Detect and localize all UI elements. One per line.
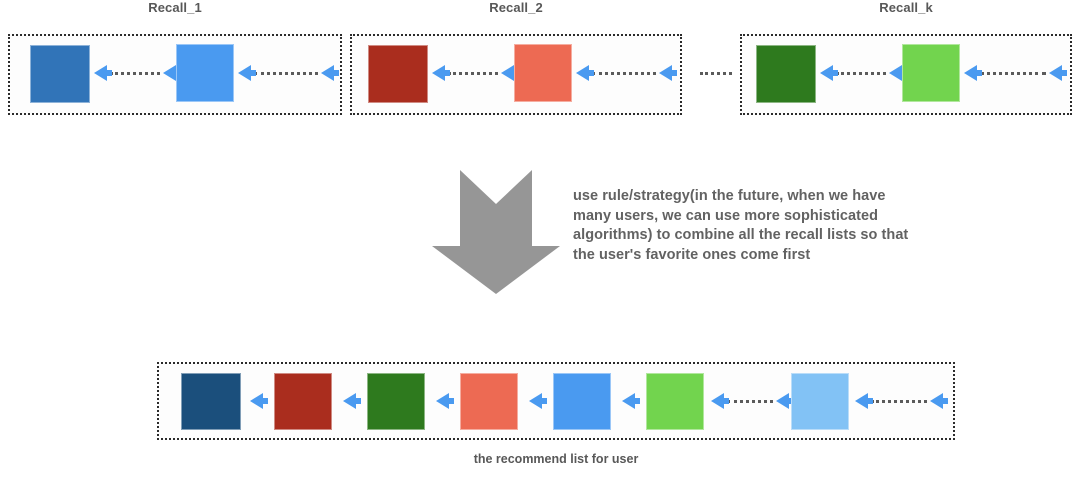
arrow-left-icon <box>820 65 838 81</box>
recall-group-2: Recall_2 <box>350 0 682 116</box>
recommend-list-group <box>157 362 955 440</box>
square-sheen <box>368 45 428 103</box>
arrow-left-icon <box>501 65 519 81</box>
recall-1-item-2[interactable] <box>176 44 234 102</box>
recall-groups-ellipsis <box>700 72 732 75</box>
recall-group-1: Recall_1 <box>8 0 342 116</box>
arrow-left-icon <box>1049 65 1067 81</box>
arrow-left-icon <box>94 65 112 81</box>
recall-1-connector-2 <box>238 64 339 82</box>
square-sheen <box>181 373 241 430</box>
recall-k-connector-2 <box>964 64 1067 82</box>
arrow-left-icon <box>432 65 450 81</box>
arrow-left-icon <box>776 393 794 409</box>
recall-group-k: Recall_k <box>740 0 1072 116</box>
recommend-connector-6 <box>711 392 794 410</box>
square-sheen <box>460 373 518 430</box>
square-sheen <box>756 45 816 103</box>
recommend-connector-3 <box>436 392 454 410</box>
dotted-line <box>448 71 498 75</box>
recommend-item-4[interactable] <box>460 373 518 430</box>
square-sheen <box>514 44 572 102</box>
square-sheen <box>553 373 611 430</box>
square-sheen <box>274 373 332 430</box>
arrow-left-icon <box>238 65 256 81</box>
recommend-connector-5 <box>622 392 640 410</box>
arrow-left-icon <box>855 393 873 409</box>
arrow-left-icon <box>343 393 361 409</box>
recall-k-item-1[interactable] <box>756 45 816 103</box>
recommend-connector-1 <box>250 392 268 410</box>
recommend-item-1[interactable] <box>181 373 241 430</box>
dotted-line <box>592 71 656 75</box>
square-sheen <box>791 373 849 430</box>
recommend-connector-7 <box>855 392 948 410</box>
recall-2-connector-1 <box>432 64 519 82</box>
arrow-left-icon <box>436 393 454 409</box>
recommend-connector-4 <box>529 392 547 410</box>
arrow-left-icon <box>930 393 948 409</box>
square-sheen <box>902 44 960 102</box>
recommend-item-7[interactable] <box>791 373 849 430</box>
combine-down-arrow <box>430 168 562 296</box>
combine-description: use rule/strategy(in the future, when we… <box>573 188 909 263</box>
dotted-line <box>836 71 886 75</box>
recommend-item-5[interactable] <box>553 373 611 430</box>
big-down-arrow-icon <box>432 170 560 294</box>
arrow-left-icon <box>964 65 982 81</box>
recommend-list-caption: the recommend list for user <box>473 452 639 466</box>
recall-k-connector-1 <box>820 64 907 82</box>
square-sheen <box>30 45 90 103</box>
arrow-left-icon <box>163 65 181 81</box>
recall-k-item-2[interactable] <box>902 44 960 102</box>
arrow-left-icon <box>711 393 729 409</box>
recall-2-connector-2 <box>576 64 677 82</box>
recall-2-item-1[interactable] <box>368 45 428 103</box>
recommend-item-6[interactable] <box>646 373 704 430</box>
dotted-line <box>980 71 1046 75</box>
recall-2-item-2[interactable] <box>514 44 572 102</box>
recall-1-item-1[interactable] <box>30 45 90 103</box>
dotted-line <box>110 71 160 75</box>
square-sheen <box>646 373 704 430</box>
dotted-line <box>727 399 773 403</box>
arrow-left-icon <box>659 65 677 81</box>
dotted-line <box>254 71 318 75</box>
dotted-line <box>871 399 927 403</box>
recall-1-connector-1 <box>94 64 181 82</box>
arrow-left-icon <box>576 65 594 81</box>
arrow-left-icon <box>250 393 268 409</box>
recall-group-2-label: Recall_2 <box>489 0 543 15</box>
arrow-left-icon <box>529 393 547 409</box>
square-sheen <box>367 373 425 430</box>
arrow-left-icon <box>321 65 339 81</box>
recall-group-k-label: Recall_k <box>879 0 933 15</box>
arrow-left-icon <box>889 65 907 81</box>
recall-group-1-label: Recall_1 <box>148 0 202 15</box>
recommend-connector-2 <box>343 392 361 410</box>
arrow-left-icon <box>622 393 640 409</box>
recommend-item-3[interactable] <box>367 373 425 430</box>
square-sheen <box>176 44 234 102</box>
recommend-item-2[interactable] <box>274 373 332 430</box>
